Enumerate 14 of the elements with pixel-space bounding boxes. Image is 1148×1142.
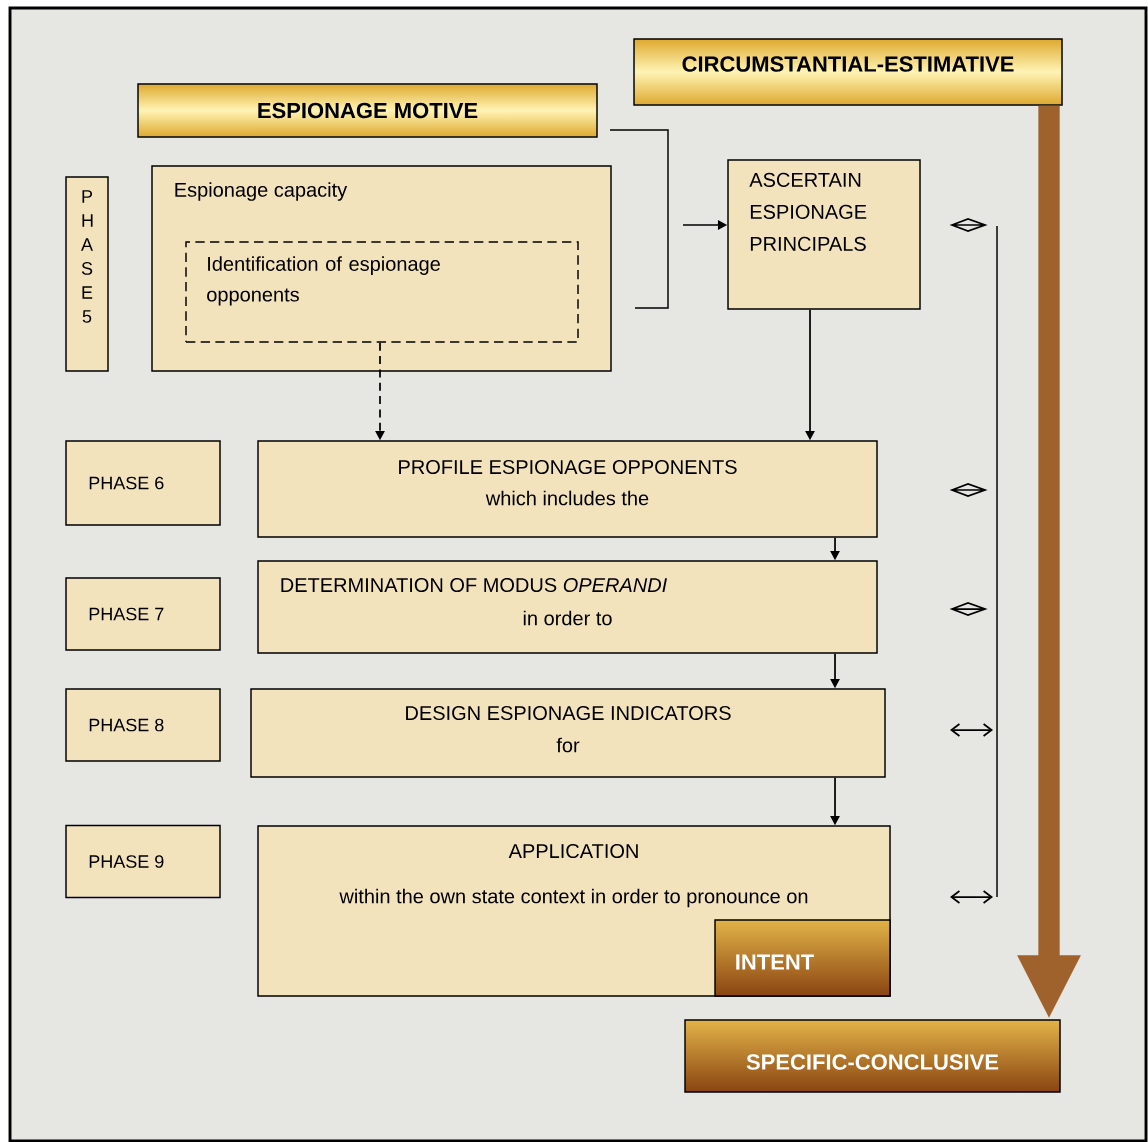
phase-box: PHASE 9 <box>65 824 221 899</box>
heading-bar: SPECIFIC-CONCLUSIVE <box>684 1019 1061 1093</box>
phase-box: PHASE 5 <box>65 176 109 372</box>
process-box: DESIGN ESPIONAGE INDICATORS for <box>250 688 886 778</box>
phase-box: PHASE 6 <box>65 440 221 526</box>
process-box: PROFILE ESPIONAGE OPPONENTS which includes the <box>257 440 878 538</box>
heading-bar: INTENT <box>714 919 891 997</box>
process-box: DETERMINATION OF MODUS OPERANDI in order to <box>257 560 878 654</box>
heading-bar: CIRCUMSTANTIAL-ESTIMATIVE <box>633 38 1063 106</box>
heading-bar: ESPIONAGE MOTIVE <box>137 83 598 138</box>
phase-box: PHASE 8 <box>65 688 221 762</box>
dashed-box: Identification of espionage opponents <box>185 241 579 343</box>
process-box: ASCERTAIN ESPIONAGE PRINCIPALS <box>727 159 921 310</box>
phase-box: PHASE 7 <box>65 577 221 651</box>
